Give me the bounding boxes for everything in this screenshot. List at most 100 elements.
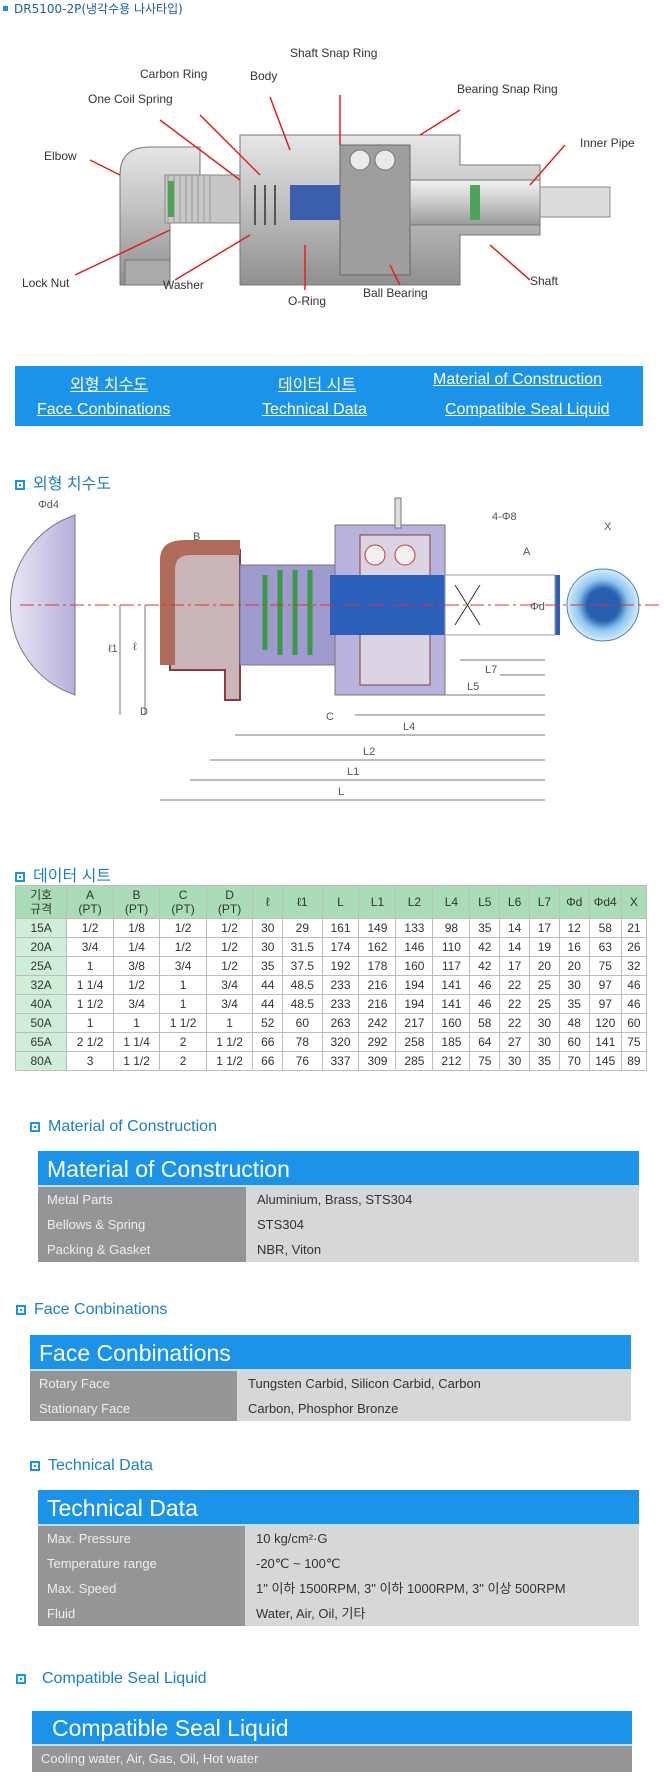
table-cell: 133 [395, 918, 434, 938]
header-label: L4 [444, 895, 459, 909]
table-cell: 216 [358, 994, 397, 1014]
table-cell: 292 [358, 1032, 397, 1052]
technical-row-key: Temperature range [38, 1551, 245, 1576]
table-cell: 30 [529, 1032, 560, 1052]
table-cell: 185 [432, 1032, 471, 1052]
table-cell: 75 [469, 1051, 501, 1071]
table-cell: 12 [558, 918, 590, 938]
dimension-lines [119, 605, 545, 801]
material-row-value: STS304 [246, 1212, 639, 1237]
label-inner-pipe: Inner Pipe [580, 136, 635, 150]
table-cell: 2 [159, 1051, 207, 1071]
table-cell: 22 [499, 1013, 531, 1033]
table-cell: 20 [558, 956, 590, 976]
nav-link-seal[interactable]: Compatible Seal Liquid [445, 401, 610, 418]
table-cell: 31.5 [282, 937, 323, 957]
table-cell: 3/4 [66, 937, 114, 957]
table-cell: 216 [358, 975, 397, 995]
table-cell: 337 [321, 1051, 360, 1071]
table-cell: 46 [620, 975, 648, 995]
table-cell: 46 [469, 975, 501, 995]
table-cell: 75 [588, 956, 622, 976]
section-title-technical-text: Technical Data [48, 1457, 153, 1474]
table-cell: 1/2 [159, 918, 207, 938]
table-cell: 194 [395, 994, 434, 1014]
table-cell: 16 [558, 937, 590, 957]
section-title-dimensions: 외형 치수도 [15, 470, 111, 494]
seal-row: Cooling water, Air, Gas, Oil, Hot water [32, 1746, 632, 1772]
table-header-cell: L2 [395, 885, 434, 919]
table-cell: 110 [432, 937, 471, 957]
dim-label-a: A [523, 546, 531, 558]
table-cell: 32 [620, 956, 648, 976]
technical-row-key: Max. Pressure [38, 1526, 245, 1551]
nav-link-face[interactable]: Face Conbinations [37, 401, 171, 418]
table-cell: 141 [432, 975, 471, 995]
table-cell: 25 [529, 994, 560, 1014]
table-header-cell: L1 [358, 885, 397, 919]
dim-label-c: C [326, 711, 334, 723]
section-title-seal-text: Compatible Seal Liquid [42, 1670, 207, 1687]
dimension-body [160, 497, 560, 701]
section-title-material-text: Material of Construction [48, 1118, 217, 1135]
nav-link-dimensions[interactable]: 외형 치수도 [70, 377, 149, 394]
technical-row-value: Water, Air, Oil, 기타 [245, 1601, 639, 1626]
table-cell: 35 [558, 994, 590, 1014]
dim-label-d: D [140, 706, 148, 718]
technical-row-value: 10 kg/cm²·G [245, 1526, 639, 1551]
dim-label-l-small: ℓ [133, 641, 137, 653]
table-cell: 46 [469, 994, 501, 1014]
table-cell: 1 1/4 [112, 1032, 161, 1052]
table-cell: 19 [529, 937, 560, 957]
technical-row-key: Max. Speed [38, 1576, 245, 1601]
table-cell: 60 [620, 1013, 648, 1033]
table-cell: 14 [499, 937, 531, 957]
header-label: A [86, 888, 95, 902]
nav-link-datasheet[interactable]: 데이터 시트 [278, 377, 357, 394]
dim-label-l4: L4 [403, 721, 415, 733]
table-cell: 58 [469, 1013, 501, 1033]
table-header-cell: C(PT) [159, 885, 207, 919]
header-label: Φd [566, 895, 583, 909]
table-cell: 3/8 [112, 956, 161, 976]
nav-link-technical[interactable]: Technical Data [262, 401, 367, 418]
table-cell: 174 [321, 937, 360, 957]
label-one-coil-spring: One Coil Spring [88, 92, 173, 106]
table-cell: 52 [252, 1013, 284, 1033]
table-row-size: 25A [14, 956, 68, 976]
table-cell: 258 [395, 1032, 434, 1052]
dim-label-b: B [193, 531, 200, 543]
table-cell: 48.5 [282, 975, 323, 995]
table-cell: 30 [252, 918, 284, 938]
table-cell: 3/4 [112, 994, 161, 1014]
table-cell: 1 1/4 [66, 975, 114, 995]
table-cell: 1 [159, 994, 207, 1014]
table-header-cell: ℓ [252, 885, 284, 919]
table-cell: 178 [358, 956, 397, 976]
section-square-icon [16, 1305, 26, 1315]
table-cell: 217 [395, 1013, 434, 1033]
header-label: C [178, 888, 188, 902]
dim-label-x: X [604, 521, 612, 533]
table-cell: 233 [321, 975, 360, 995]
table-row-size: 15A [14, 918, 68, 938]
label-elbow: Elbow [44, 149, 77, 163]
header-label: B [132, 888, 141, 902]
dim-label-l7: L7 [485, 664, 497, 676]
table-cell: 309 [358, 1051, 397, 1071]
table-cell: 78 [282, 1032, 323, 1052]
table-cell: 2 [159, 1032, 207, 1052]
nav-link-material[interactable]: Material of Construction [433, 371, 602, 388]
title-bullet-icon [3, 6, 8, 11]
header-label: L7 [537, 895, 552, 909]
table-cell: 117 [432, 956, 471, 976]
header-label: L2 [407, 895, 422, 909]
header-label: ℓ1 [297, 895, 308, 909]
